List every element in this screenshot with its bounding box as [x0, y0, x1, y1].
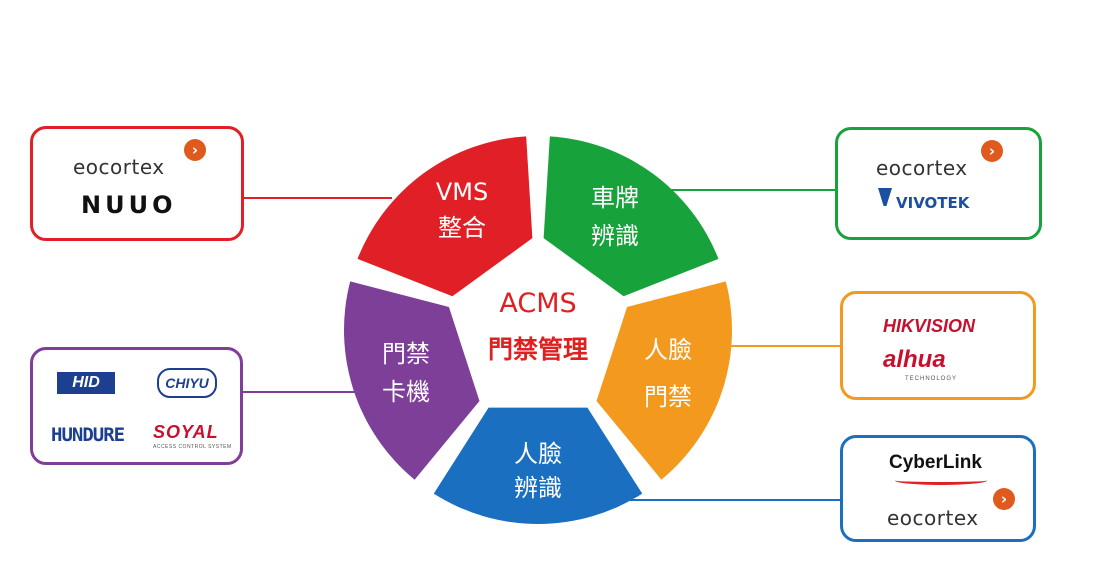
- soyal-tagline: ACCESS CONTROL SYSTEM: [153, 444, 232, 450]
- segment-vms: [357, 136, 533, 297]
- segment-face-door-line1: 人臉: [644, 336, 692, 364]
- dahua-tagline: TECHNOLOGY: [905, 376, 958, 382]
- segment-lpr: [543, 136, 719, 297]
- center-subtitle: 門禁管理: [488, 335, 588, 364]
- vms-brand-box: eocortex › NUUO: [30, 126, 244, 241]
- segment-face-recog-line1: 人臉: [514, 440, 562, 468]
- chiyu-logo: CHIYU: [157, 368, 217, 398]
- segment-face-door: [596, 281, 732, 480]
- hikvision-logo: HIKVISION: [883, 316, 976, 336]
- segment-vms-line1: VMS: [436, 178, 488, 206]
- cyberlink-swoosh: [895, 476, 987, 485]
- segment-vms-line2: 整合: [438, 214, 486, 242]
- segment-card-line2: 卡機: [382, 378, 430, 406]
- eocortex-logo: eocortex: [887, 506, 979, 530]
- vivotek-camera-icon: [878, 188, 892, 206]
- eocortex-logo: eocortex: [73, 155, 165, 179]
- eocortex-arrow-icon: ›: [993, 488, 1015, 510]
- dahua-logo: alhua: [883, 346, 946, 373]
- soyal-logo: SOYAL: [153, 422, 219, 442]
- vivotek-logo: VIVOTEK: [896, 194, 970, 212]
- segment-face-door-line2: 門禁: [644, 383, 692, 411]
- cyberlink-logo: CyberLink: [889, 452, 982, 473]
- segment-lpr-line1: 車牌: [591, 184, 639, 212]
- eocortex-arrow-icon: ›: [184, 139, 206, 161]
- nuuo-logo: NUUO: [81, 191, 177, 219]
- segment-face-recog-line2: 辨識: [514, 474, 562, 502]
- face-door-brand-box: HIKVISION alhua TECHNOLOGY: [840, 291, 1036, 400]
- segment-lpr-line2: 辨識: [591, 222, 639, 250]
- hid-logo: HID: [57, 372, 115, 394]
- eocortex-logo: eocortex: [876, 156, 968, 180]
- lpr-brand-box: eocortex › VIVOTEK: [835, 127, 1042, 240]
- center-title: ACMS: [499, 288, 576, 319]
- hundure-logo: HUNDURE: [51, 424, 125, 446]
- segment-card-line1: 門禁: [382, 340, 430, 368]
- face-recog-brand-box: CyberLink eocortex ›: [840, 435, 1036, 542]
- card-brand-box: HID CHIYU HUNDURE SOYAL ACCESS CONTROL S…: [30, 347, 243, 465]
- eocortex-arrow-icon: ›: [981, 140, 1003, 162]
- segment-card: [344, 281, 480, 480]
- segment-face-recog: [433, 407, 643, 525]
